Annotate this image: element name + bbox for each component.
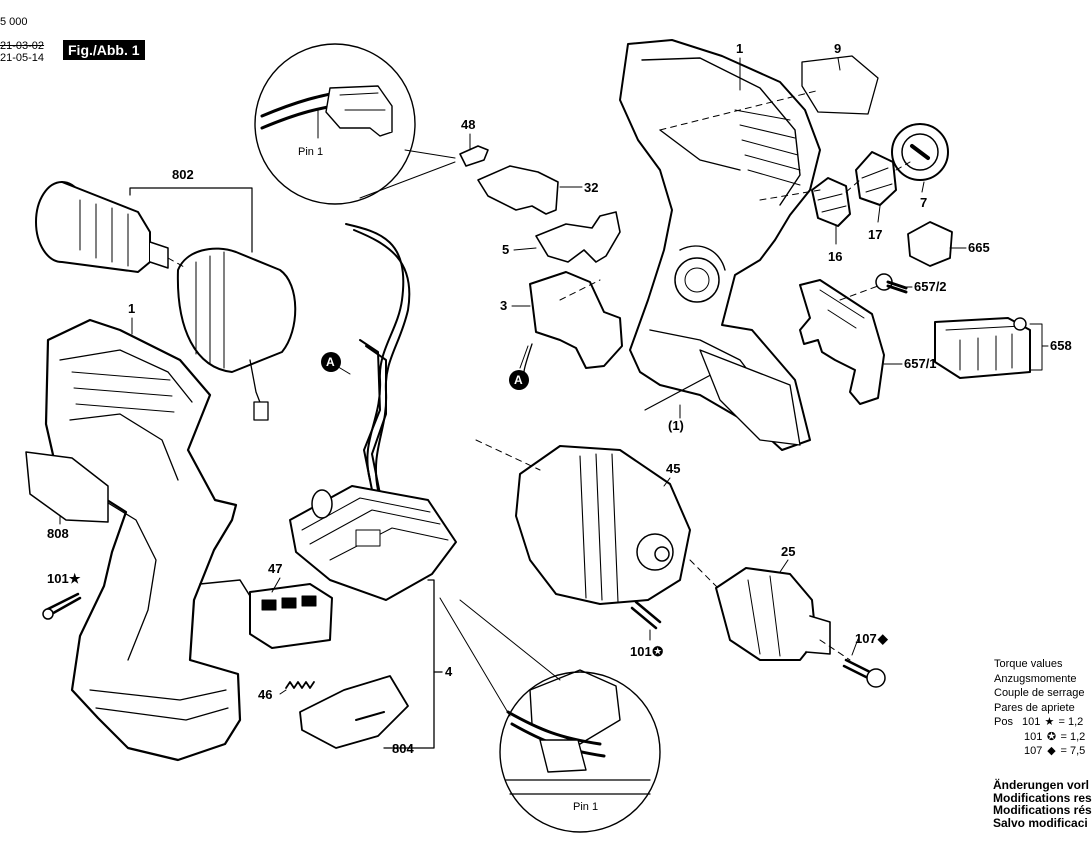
- part-label-7: 7: [920, 195, 928, 210]
- torque-row-1: Pos 101 ★ = 1,2: [994, 715, 1085, 730]
- armature-802: [35, 181, 169, 273]
- decal-9: [801, 55, 879, 115]
- part-label-665: 665: [968, 240, 990, 255]
- star-icon: ★: [68, 571, 81, 586]
- cover-665: [907, 221, 953, 267]
- torque-pos-label: Pos: [994, 716, 1013, 728]
- gear-star-icon: ✪: [1046, 730, 1057, 743]
- bracket-4-804: [383, 579, 435, 749]
- figure-title: Fig./Abb. 1: [63, 40, 145, 60]
- part-label-1-paren: (1): [668, 418, 684, 433]
- changes-notice: Änderungen vorl Modifications res Modifi…: [993, 779, 1092, 829]
- switch-part-32: [477, 165, 559, 215]
- battery-contacts-47: [199, 579, 333, 649]
- torque-line-en: Torque values: [994, 658, 1063, 670]
- connector-a-markers: [321, 352, 529, 390]
- torque-row-value: = 1,2: [1060, 730, 1086, 743]
- belt-clip-657-1: [799, 279, 885, 405]
- label-802-bracket: [129, 187, 253, 253]
- pin-detail-circle-top: [254, 43, 456, 205]
- pin-detail-circle-bottom: [439, 597, 661, 833]
- part-label-47: 47: [268, 561, 283, 576]
- part-label-101-gear: 101✪: [630, 645, 664, 659]
- torque-line-es: Pares de apriete: [994, 701, 1075, 714]
- part-label-802: 802: [172, 167, 194, 182]
- pin-1-label-bottom: Pin 1: [573, 801, 599, 813]
- part-label-658: 658: [1050, 338, 1072, 353]
- screw-101-star-head: [42, 608, 54, 620]
- torque-row-pos: 107: [1024, 745, 1043, 757]
- gear-star-icon: ✪: [652, 644, 664, 659]
- decal-808: [25, 451, 109, 523]
- changes-line-es: Salvo modificaci: [993, 815, 1088, 830]
- screw-101-gear: [630, 600, 662, 630]
- changes-line-de: Änderungen vorl: [993, 778, 1090, 792]
- part-label-101-star: 101★: [47, 572, 81, 586]
- changes-line-fr2: Modifications rés: [993, 803, 1092, 817]
- torque-row-value: = 7,5: [1060, 745, 1086, 757]
- part-label-101-gear-num: 101: [630, 644, 652, 659]
- changes-line-fr: Modifications res: [993, 790, 1092, 805]
- part-label-25: 25: [781, 544, 796, 559]
- part-label-808: 808: [47, 526, 69, 541]
- screw-107: [842, 658, 886, 688]
- part-label-3: 3: [500, 298, 508, 313]
- leader-lines: [59, 57, 1049, 695]
- spring-46: [285, 681, 315, 689]
- chuck-25: [715, 567, 831, 661]
- part-label-107: 107◆: [855, 632, 889, 646]
- stator-802: [176, 247, 297, 421]
- contact-plate-804: [299, 675, 409, 749]
- doc-number: 5 000: [0, 16, 28, 28]
- connector-a-bottom: A: [514, 373, 523, 387]
- torque-row-3: 107 ◆ = 7,5: [994, 744, 1085, 759]
- torque-row-pos: 101: [1024, 730, 1043, 743]
- gear-switch-16: [811, 177, 851, 227]
- pin-1-label-top: Pin 1: [298, 146, 324, 158]
- torque-row-2: 101 ✪ = 1,2: [994, 730, 1085, 745]
- switch-3: [523, 271, 623, 373]
- part-label-1-top: 1: [736, 41, 744, 56]
- motor-wires: [345, 223, 411, 495]
- housing-shell-right: [619, 39, 821, 451]
- part-label-32: 32: [584, 180, 599, 195]
- star-icon: ★: [1044, 716, 1055, 728]
- torque-line-de: Anzugsmomente: [994, 672, 1077, 685]
- part-label-1-left: 1: [128, 301, 136, 316]
- gear-switch-17: [855, 151, 897, 206]
- part-label-804: 804: [392, 741, 414, 756]
- assembly-lines: [167, 89, 911, 661]
- part-label-45: 45: [666, 461, 681, 476]
- part-label-657-1: 657/1: [904, 356, 937, 371]
- part-label-107-num: 107: [855, 631, 877, 646]
- electronics-module-4: [289, 485, 457, 601]
- connector-a-top: A: [326, 355, 335, 369]
- part-label-101-star-num: 101: [47, 571, 69, 586]
- part-label-48: 48: [461, 117, 476, 132]
- part-label-46: 46: [258, 687, 273, 702]
- diamond-icon: ◆: [877, 631, 888, 646]
- screw-657-2: [875, 273, 908, 294]
- part-label-657-2: 657/2: [914, 279, 947, 294]
- housing-shell-left: [44, 318, 242, 762]
- torque-row-value: = 1,2: [1058, 716, 1084, 728]
- selector-ring-7: [891, 123, 949, 181]
- part-label-16: 16: [828, 249, 843, 264]
- part-label-4: 4: [445, 664, 453, 679]
- gearbox-45: [515, 445, 691, 605]
- date-new: 21-05-14: [0, 52, 45, 64]
- torque-line-fr: Couple de serrage: [994, 687, 1085, 699]
- part-label-5: 5: [502, 242, 510, 257]
- date-old: 21-03-02: [0, 40, 45, 52]
- torque-row-pos: 101: [1022, 716, 1041, 728]
- part-label-9: 9: [834, 41, 842, 56]
- led-48: [459, 145, 489, 167]
- part-label-17: 17: [868, 227, 883, 242]
- trigger-slide-5: [535, 211, 621, 263]
- bit-holder-658: [934, 317, 1031, 379]
- diamond-icon: ◆: [1047, 745, 1056, 757]
- torque-values-table: Torque values Anzugsmomente Couple de se…: [994, 657, 1085, 759]
